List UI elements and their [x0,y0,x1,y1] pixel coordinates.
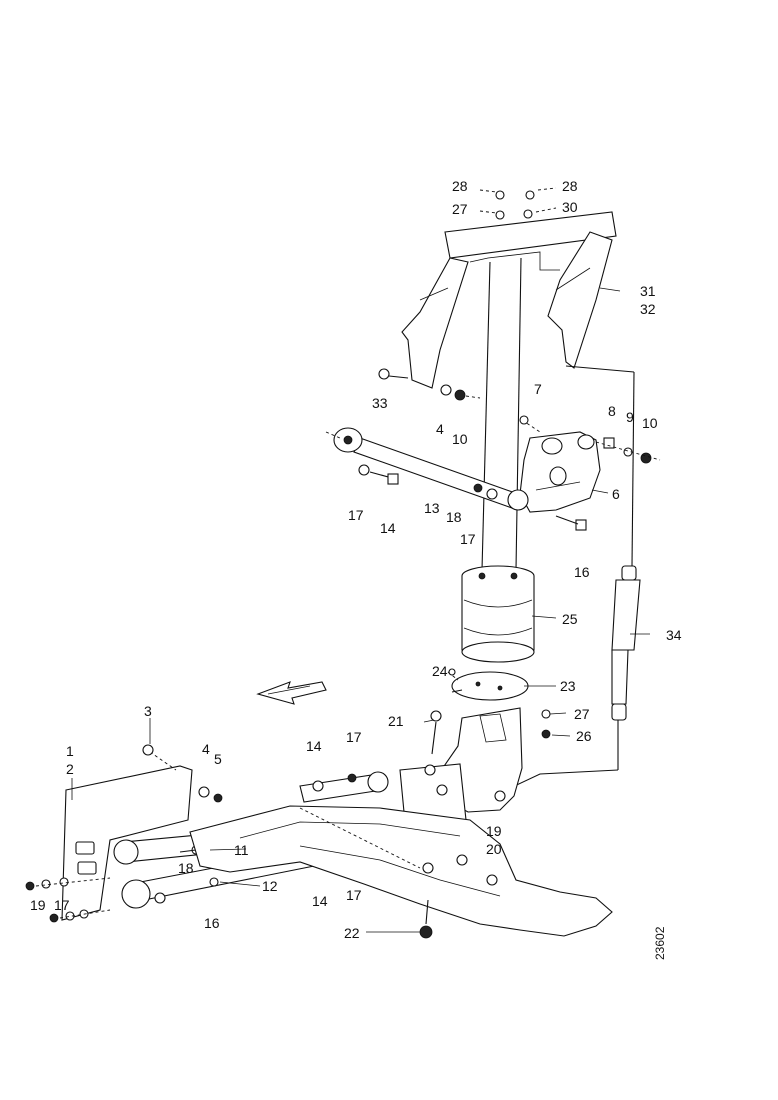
label-18-upper: 18 [446,509,462,525]
axle-bracket [399,707,523,831]
label-5: 5 [214,751,222,767]
nut-26 [541,729,551,739]
label-4-top: 4 [436,421,444,437]
label-19-left: 19 [30,897,46,913]
reaction-rod [325,427,587,531]
fasteners-8-9-10 [595,437,661,464]
label-13: 13 [424,500,440,516]
fasteners-33-4-10 [378,368,481,401]
label-9: 9 [626,409,634,425]
top-fasteners [479,187,557,220]
label-23: 23 [560,678,576,694]
label-28-right: 28 [562,178,578,194]
label-4-lower: 4 [202,741,210,757]
left-fasteners [25,877,111,923]
part-labels: 28 28 27 30 31 32 33 4 10 7 8 9 10 6 17 … [30,178,682,941]
guide-line-right [515,257,522,571]
frame-side-plate [61,744,223,921]
label-6: 6 [612,486,620,502]
label-30: 30 [562,199,578,215]
label-17-axle: 17 [346,729,362,745]
label-8: 8 [608,403,616,419]
shock-absorber [505,371,641,791]
direction-arrow [256,681,327,705]
label-28-left: 28 [452,178,468,194]
label-31: 31 [640,283,656,299]
label-10-left: 10 [452,431,468,447]
guide-line-left [481,261,491,571]
label-16-lower: 16 [204,915,220,931]
label-34: 34 [666,627,682,643]
label-17-left: 17 [54,897,70,913]
leader-lines [71,287,650,933]
axle-beam [189,805,613,939]
label-21: 21 [388,713,404,729]
label-27-top: 27 [452,201,468,217]
nut-27 [541,709,551,719]
label-32: 32 [640,301,656,317]
label-10-right: 10 [642,415,658,431]
label-12: 12 [262,878,278,894]
label-26: 26 [576,728,592,744]
label-27-lower: 27 [574,706,590,722]
label-7: 7 [534,381,542,397]
label-16-upper: 16 [574,564,590,580]
label-18-lower: 18 [178,860,194,876]
label-33: 33 [372,395,388,411]
label-22: 22 [344,925,360,941]
drawing-reference-code: 23602 [653,926,667,960]
plate-23 [447,668,529,701]
label-20: 20 [486,841,502,857]
label-14-upper: 14 [380,520,396,536]
label-24: 24 [432,663,448,679]
label-17-lower: 17 [346,887,362,903]
label-17-mid: 17 [460,531,476,547]
label-25: 25 [562,611,578,627]
label-14-lower: 14 [312,893,328,909]
label-2: 2 [66,761,74,777]
carrier-bracket [519,415,601,513]
label-14-mid: 14 [306,738,322,754]
label-19-right: 19 [486,823,502,839]
label-3: 3 [144,703,152,719]
label-1: 1 [66,743,74,759]
label-11: 11 [234,842,249,858]
air-spring [461,565,535,663]
upper-bracket [401,211,635,389]
label-17-upper: 17 [348,507,364,523]
